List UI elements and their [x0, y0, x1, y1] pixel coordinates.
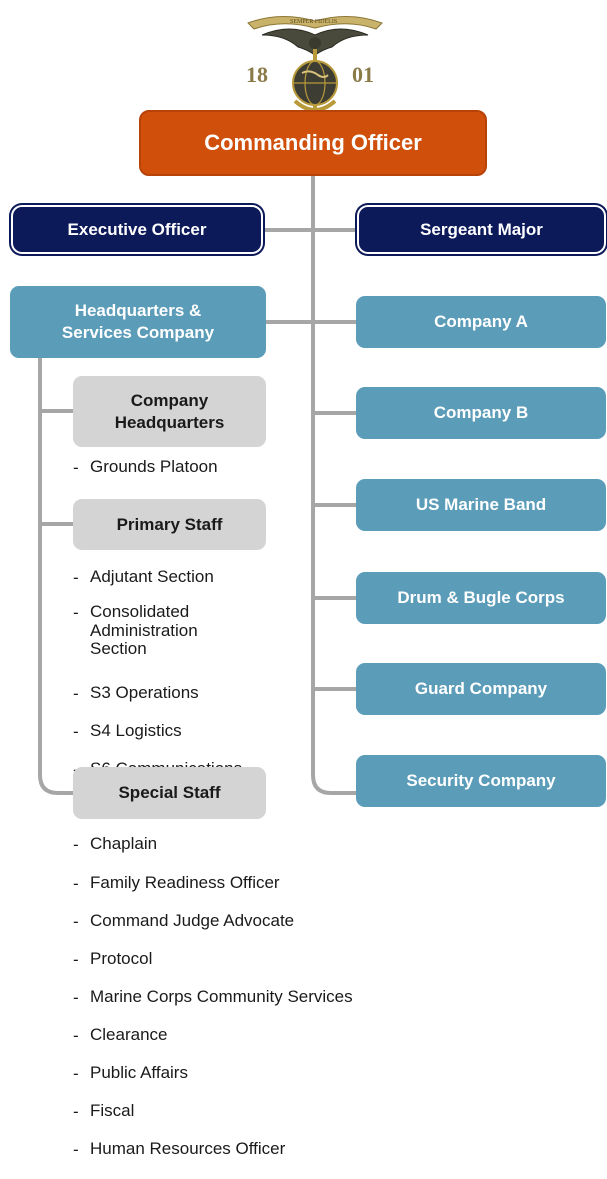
list-item-text: S4 Logistics	[90, 721, 182, 740]
bullet-dash: -	[73, 1102, 79, 1121]
bullet-dash: -	[73, 950, 79, 969]
list-item-text: Family Readiness Officer	[90, 873, 280, 892]
list-item-text: Command Judge Advocate	[90, 911, 295, 930]
drum-bugle-corps-box[interactable]: Drum & Bugle Corps	[356, 572, 606, 624]
primary-staff-label: Primary Staff	[116, 514, 223, 534]
list-item-text: Chaplain	[90, 834, 158, 853]
guard-company-box[interactable]: Guard Company	[356, 663, 606, 715]
bullet-dash: -	[73, 684, 79, 703]
security-company-box[interactable]: Security Company	[356, 755, 606, 807]
commanding-officer-box[interactable]: Commanding Officer	[139, 110, 487, 176]
bullet-dash: -	[73, 458, 79, 477]
bullet-dash: -	[73, 722, 79, 741]
list-item-text: Consolidated	[90, 602, 190, 621]
marine-band-box[interactable]: US Marine Band	[356, 479, 606, 531]
banner-text: SEMPER FIDELIS	[290, 19, 337, 25]
bullet-dash: -	[73, 912, 79, 931]
company-headquarters-box[interactable]: Company Headquarters	[73, 376, 266, 447]
list-item-continuation: Section	[90, 639, 147, 659]
list-item-text: Human Resources Officer	[90, 1139, 286, 1158]
company-headquarters-label-line: Headquarters	[114, 412, 225, 432]
year-right: 01	[352, 62, 374, 87]
list-item-text: Public Affairs	[90, 1063, 188, 1082]
bullet-dash: -	[73, 568, 79, 587]
company-label: US Marine Band	[415, 495, 547, 514]
list-item-text: Fiscal	[90, 1101, 135, 1120]
bullet-dash: -	[73, 1140, 79, 1159]
company-b-box[interactable]: Company B	[356, 387, 606, 439]
company-label: Security Company	[406, 771, 556, 790]
commanding-officer-label: Commanding Officer	[204, 130, 422, 155]
hs-company-label-line: Headquarters &	[74, 301, 202, 320]
list-item-text: Protocol	[90, 949, 153, 968]
special-staff-box[interactable]: Special Staff	[73, 767, 266, 819]
list-item-text: Clearance	[90, 1025, 168, 1044]
executive-officer-label: Executive Officer	[67, 219, 207, 239]
bullet-dash: -	[73, 603, 79, 622]
company-label: Company B	[433, 403, 529, 422]
list-item-text: S3 Operations	[90, 683, 199, 702]
special-staff-label: Special Staff	[118, 783, 221, 802]
company-label: Company A	[434, 312, 528, 331]
bullet-dash: -	[73, 988, 79, 1007]
eagle-globe-anchor-emblem: SEMPER FIDELIS 18 01	[246, 15, 383, 113]
company-label: Drum & Bugle Corps	[397, 588, 565, 607]
list-item-text: Section	[90, 639, 147, 658]
primary-staff-box[interactable]: Primary Staff	[73, 499, 266, 550]
list-item-text: Marine Corps Community Services	[90, 987, 353, 1006]
list-item-text: Administration	[90, 621, 198, 640]
list-item-continuation: Administration	[90, 621, 198, 641]
company-headquarters-label-line: Company	[130, 390, 209, 410]
bullet-dash: -	[73, 835, 79, 854]
hs-company-box[interactable]: Headquarters & Services Company	[10, 286, 266, 358]
bullet-dash: -	[73, 1064, 79, 1083]
bullet-dash: -	[73, 874, 79, 893]
list-item-text: Adjutant Section	[90, 567, 214, 586]
sergeant-major-label: Sergeant Major	[420, 219, 543, 239]
hs-company-label-line: Services Company	[61, 323, 215, 342]
year-left: 18	[246, 62, 268, 87]
sergeant-major-box[interactable]: Sergeant Major	[359, 207, 604, 252]
company-a-box[interactable]: Company A	[356, 296, 606, 348]
company-label: Guard Company	[414, 679, 548, 698]
list-item-text: Grounds Platoon	[90, 457, 218, 476]
executive-officer-box[interactable]: Executive Officer	[13, 207, 261, 252]
bullet-dash: -	[73, 1026, 79, 1045]
